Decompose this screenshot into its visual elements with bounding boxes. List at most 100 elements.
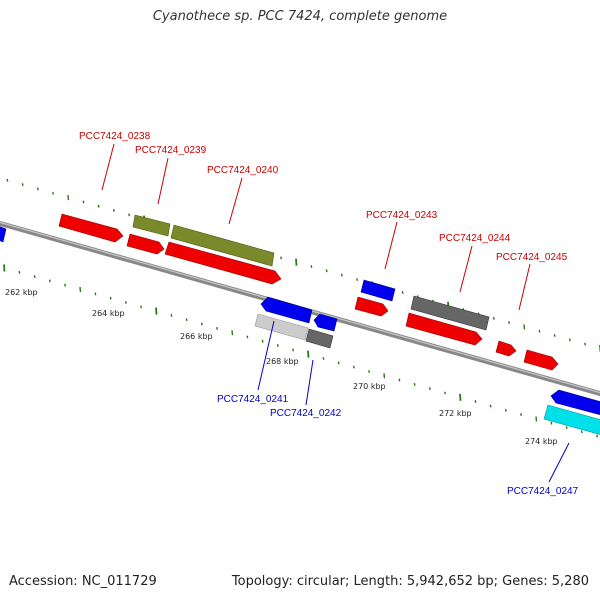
- outer-ring-tick: [523, 324, 526, 330]
- inner-ring-tick: [94, 292, 97, 296]
- gene-0239-arrow[interactable]: [126, 233, 165, 255]
- inner-ring-tick: [474, 400, 477, 404]
- inner-ring-tick: [337, 361, 340, 365]
- outer-ring-tick: [97, 204, 100, 208]
- gene-label-0240[interactable]: PCC7424_0240: [207, 165, 279, 176]
- inner-ring-tick: [216, 326, 218, 330]
- gene-0244-arrow[interactable]: [405, 312, 483, 346]
- outer-ring-tick: [36, 187, 39, 191]
- inner-ring-tick: [307, 350, 310, 358]
- gene-0243-arrow[interactable]: [354, 296, 389, 317]
- gene-0242-gray-box[interactable]: [305, 328, 334, 349]
- inner-ring-tick: [200, 322, 203, 326]
- outer-ring-tick: [52, 191, 54, 195]
- outer-ring-tick: [310, 265, 313, 268]
- outer-ring-tick: [325, 269, 328, 273]
- scale-label-272: 272 kbp: [439, 409, 472, 418]
- gene-left-edge-blue[interactable]: [0, 226, 7, 243]
- outer-ring-tick: [67, 195, 70, 201]
- inner-ring-tick: [383, 373, 386, 379]
- inner-ring-tick: [444, 391, 446, 395]
- inner-ring-tick: [3, 264, 6, 272]
- inner-ring-tick: [124, 301, 127, 304]
- gene-label-0241[interactable]: PCC7424_0241: [217, 394, 289, 405]
- outer-ring-tick: [568, 338, 571, 342]
- inner-ring-tick: [48, 279, 51, 283]
- gene-label-0238[interactable]: PCC7424_0238: [79, 131, 151, 142]
- scale-label-266: 266 kbp: [180, 332, 213, 341]
- accession-text: Accession: NC_011729: [9, 574, 157, 589]
- gene-0241b-blue-arrow[interactable]: [313, 313, 338, 332]
- inner-ring-tick: [428, 387, 431, 391]
- inner-ring-tick: [489, 404, 492, 408]
- gene-0240-arrow[interactable]: [164, 241, 282, 285]
- scale-label-270: 270 kbp: [353, 382, 386, 391]
- gene-label-0245[interactable]: PCC7424_0245: [496, 252, 568, 263]
- inner-ring-tick: [596, 434, 598, 438]
- inner-ring-tick: [276, 344, 279, 348]
- inner-ring-tick: [292, 348, 294, 352]
- gene-label-0243[interactable]: PCC7424_0243: [366, 210, 438, 221]
- scale-label-262: 262 kbp: [5, 288, 38, 297]
- gene-0241-light-box[interactable]: [254, 313, 309, 341]
- inner-ring-tick: [246, 335, 249, 339]
- scale-label-274: 274 kbp: [525, 437, 558, 446]
- outer-ring-tick: [128, 213, 130, 217]
- label-leader-lines: [101, 143, 570, 483]
- outer-ring-tick: [295, 258, 298, 266]
- inner-ring-tick: [33, 275, 36, 279]
- inner-ring-tick: [140, 305, 142, 309]
- inner-ring-tick: [261, 339, 264, 343]
- gene-0240-olive-box[interactable]: [170, 224, 275, 267]
- gene-0247-cyan-box[interactable]: [543, 404, 600, 436]
- inner-ring-tick: [231, 330, 234, 336]
- gene-0244-gray-box[interactable]: [410, 295, 490, 331]
- inner-ring-tick: [535, 416, 538, 422]
- outer-ring-tick: [82, 200, 85, 204]
- gene-features: [0, 213, 600, 436]
- inner-tick-ring: [3, 264, 598, 438]
- gene-label-0247[interactable]: PCC7424_0247: [507, 486, 579, 497]
- gene-0247-blue-arrow[interactable]: [550, 389, 600, 416]
- inner-ring-tick: [322, 357, 325, 360]
- inner-ring-tick: [185, 318, 188, 322]
- outer-ring-tick: [401, 290, 404, 294]
- outer-ring-tick: [112, 209, 115, 212]
- outer-ring-tick: [538, 329, 541, 333]
- inner-ring-tick: [109, 296, 112, 300]
- inner-ring-tick: [520, 413, 522, 417]
- inner-ring-tick: [459, 393, 462, 401]
- genome-title: Cyanothece sp. PCC 7424, complete genome: [152, 9, 448, 24]
- gene-0243-blue-box[interactable]: [360, 279, 396, 302]
- inner-ring-tick: [368, 370, 370, 373]
- gene-0245a-arrow[interactable]: [495, 340, 517, 357]
- inner-ring-tick: [352, 365, 355, 369]
- gene-label-0244[interactable]: PCC7424_0244: [439, 233, 511, 244]
- inner-ring-tick: [155, 307, 158, 315]
- outer-ring-tick: [553, 334, 556, 337]
- gene-0245-arrow[interactable]: [523, 349, 559, 371]
- outer-ring-tick: [21, 183, 24, 187]
- gene-0239-olive-box[interactable]: [132, 214, 171, 237]
- gene-0241-blue-arrow[interactable]: [260, 296, 313, 324]
- outer-ring-tick: [280, 256, 282, 260]
- gene-label-0239[interactable]: PCC7424_0239: [135, 145, 207, 156]
- gene-0238-arrow[interactable]: [58, 213, 124, 243]
- outer-ring-tick: [356, 278, 358, 281]
- inner-ring-tick: [550, 421, 553, 425]
- outer-ring-tick: [492, 316, 495, 320]
- scale-label-268: 268 kbp: [266, 357, 299, 366]
- inner-ring-tick: [398, 378, 401, 382]
- inner-ring-tick: [170, 313, 173, 317]
- inner-ring-tick: [504, 408, 507, 412]
- outer-ring-tick: [508, 321, 510, 325]
- outer-ring-tick: [340, 273, 343, 277]
- gene-label-0242[interactable]: PCC7424_0242: [270, 408, 342, 419]
- genome-summary-text: Topology: circular; Length: 5,942,652 bp…: [231, 574, 589, 589]
- inner-ring-tick: [580, 430, 583, 434]
- outer-ring-tick: [6, 178, 9, 182]
- outer-ring-tick: [584, 342, 586, 346]
- scale-labels: 262 kbp 264 kbp 266 kbp 268 kbp 270 kbp …: [5, 288, 558, 446]
- inner-ring-tick: [18, 270, 21, 274]
